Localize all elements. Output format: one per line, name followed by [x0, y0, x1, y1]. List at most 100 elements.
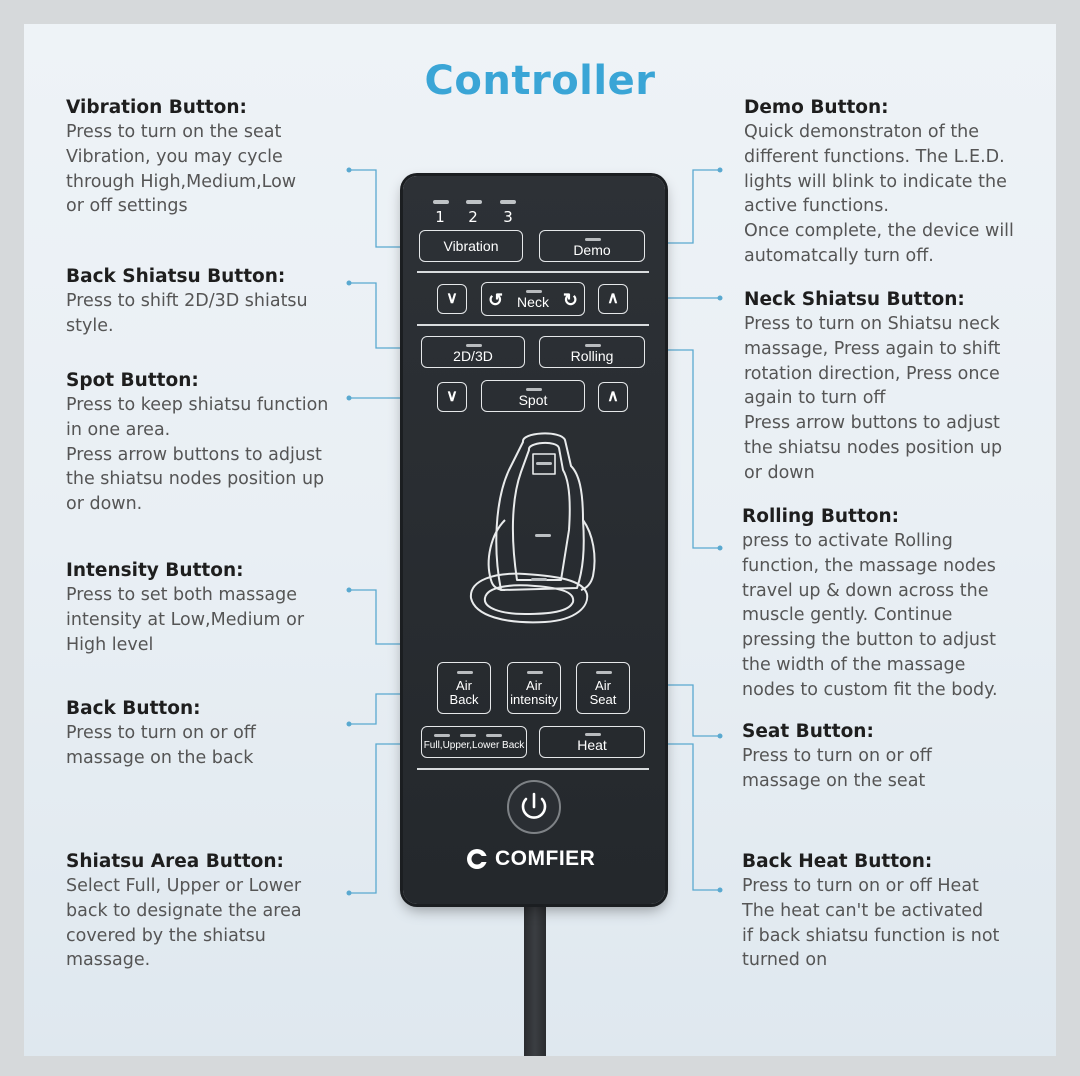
back-description: Back Button: Press to turn on or off mas…: [66, 696, 356, 771]
spot-body: Press to keep shiatsu function in one ar…: [66, 395, 329, 515]
leader-dot-neck: [717, 295, 723, 301]
area-led-upper: [460, 734, 476, 737]
power-button[interactable]: [507, 780, 561, 834]
rolling-button-label: Rolling: [570, 348, 614, 364]
back-heat-body: Press to turn on or off Heat The heat ca…: [742, 876, 1000, 971]
leader-dot-back-shiatsu: [346, 280, 352, 286]
leader-vibration: [349, 169, 420, 248]
air-back-led: [457, 671, 473, 674]
spot-description: Spot Button: Press to keep shiatsu funct…: [66, 368, 356, 517]
back-heat-heading: Back Heat Button:: [742, 851, 933, 872]
vibration-button-label: Vibration: [443, 238, 499, 254]
vibration-heading: Vibration Button:: [66, 97, 247, 118]
massage-seat-icon: [469, 432, 596, 624]
leader-dot-rolling: [717, 545, 723, 551]
rolling-description: Rolling Button: press to activate Rollin…: [742, 504, 1042, 703]
level-label-1: 1: [435, 208, 445, 226]
level-led-1: [433, 200, 449, 204]
spot-up-button[interactable]: ∧: [598, 382, 628, 412]
back-shiatsu-heading: Back Shiatsu Button:: [66, 266, 286, 287]
intensity-heading: Intensity Button:: [66, 560, 244, 581]
air-back-label-line1: Air: [456, 678, 472, 693]
neck-led: [526, 290, 542, 293]
demo-led: [585, 238, 601, 241]
air-seat-label-line1: Air: [595, 678, 611, 693]
rotate-left-icon: ↺: [488, 290, 504, 310]
area-led-full: [434, 734, 450, 737]
spot-led: [526, 388, 542, 391]
level-label-2: 2: [468, 208, 478, 226]
vibration-description: Vibration Button: Press to turn on the s…: [66, 95, 356, 219]
air-seat-label-line2: Seat: [589, 692, 617, 707]
demo-body: Quick demonstraton of the different func…: [744, 122, 1014, 266]
divider-3: [417, 768, 649, 770]
shiatsu-area-heading: Shiatsu Area Button:: [66, 851, 284, 872]
vibration-button[interactable]: Vibration: [419, 230, 523, 262]
air-seat-button[interactable]: Air Seat: [576, 662, 630, 714]
air-intensity-label-line2: intensity: [510, 692, 558, 707]
rolling-heading: Rolling Button:: [742, 506, 900, 527]
demo-description: Demo Button: Quick demonstraton of the d…: [744, 95, 1044, 269]
air-back-label-line2: Back: [449, 692, 479, 707]
leader-back-shiatsu: [349, 282, 420, 349]
neck-down-button[interactable]: ∨: [437, 284, 467, 314]
neck-shiatsu-button[interactable]: ↺ Neck ↻: [481, 282, 585, 316]
back-heat-description: Back Heat Button: Press to turn on or of…: [742, 849, 1042, 973]
2d3d-button[interactable]: 2D/3D: [421, 336, 525, 368]
area-led-lower: [486, 734, 502, 737]
leader-demo: [645, 169, 720, 244]
air-seat-led: [596, 671, 612, 674]
air-back-button[interactable]: Air Back: [437, 662, 491, 714]
air-intensity-led: [527, 671, 543, 674]
comfier-logo-icon: [467, 849, 489, 869]
leader-shiatsu-area: [349, 743, 420, 894]
leader-dot-heat: [717, 887, 723, 893]
seat-heading: Seat Button:: [742, 721, 874, 742]
brand-logo: COMFIER: [465, 844, 605, 874]
air-intensity-button[interactable]: Air intensity: [507, 662, 561, 714]
leader-dot-shiatsu-area: [346, 890, 352, 896]
leader-dot-intensity: [346, 587, 352, 593]
rolling-button[interactable]: Rolling: [539, 336, 645, 368]
neck-shiatsu-heading: Neck Shiatsu Button:: [744, 289, 965, 310]
leader-dot-seat: [717, 733, 723, 739]
leader-rolling: [645, 349, 720, 549]
neck-shiatsu-body: Press to turn on Shiatsu neck massage, P…: [744, 314, 1003, 483]
back-body: Press to turn on or off massage on the b…: [66, 723, 256, 768]
2d3d-button-label: 2D/3D: [453, 348, 493, 364]
page-title: Controller: [424, 58, 656, 104]
neck-up-button[interactable]: ∧: [598, 284, 628, 314]
demo-button[interactable]: Demo: [539, 230, 645, 262]
heat-led: [585, 733, 601, 736]
chevron-up-icon: ∧: [607, 290, 619, 307]
leader-heat: [645, 743, 720, 891]
power-icon: [521, 792, 547, 819]
intensity-description: Intensity Button: Press to set both mass…: [66, 558, 356, 657]
shiatsu-area-button-label: Full,Upper,Lower Back: [423, 740, 525, 751]
intensity-body: Press to set both massage intensity at L…: [66, 585, 305, 655]
2d3d-led: [466, 344, 482, 347]
leader-dot-spot: [346, 395, 352, 401]
rolling-led: [585, 344, 601, 347]
spot-button-label: Spot: [518, 392, 548, 408]
seat-body: Press to turn on or off massage on the s…: [742, 746, 932, 791]
back-heading: Back Button:: [66, 698, 201, 719]
back-shiatsu-description: Back Shiatsu Button: Press to shift 2D/3…: [66, 264, 356, 339]
demo-button-label: Demo: [573, 242, 611, 258]
neck-shiatsu-description: Neck Shiatsu Button: Press to turn on Sh…: [744, 287, 1044, 486]
spot-down-button[interactable]: ∨: [437, 382, 467, 412]
air-intensity-label-line1: Air: [526, 678, 542, 693]
seat-description: Seat Button: Press to turn on or off mas…: [742, 719, 1042, 794]
brand-name: COMFIER: [495, 847, 596, 870]
divider-2: [417, 324, 649, 326]
divider-1: [417, 271, 649, 273]
level-label-3: 3: [503, 208, 513, 226]
rotate-right-icon: ↻: [562, 290, 578, 310]
heat-button-label: Heat: [577, 737, 607, 753]
leader-dot-demo: [717, 167, 723, 173]
heat-button[interactable]: Heat: [539, 726, 645, 758]
shiatsu-area-button[interactable]: Full,Upper,Lower Back: [421, 726, 527, 758]
leader-dot-vibration: [346, 167, 352, 173]
spot-button[interactable]: Spot: [481, 380, 585, 412]
shiatsu-area-description: Shiatsu Area Button: Select Full, Upper …: [66, 849, 356, 973]
